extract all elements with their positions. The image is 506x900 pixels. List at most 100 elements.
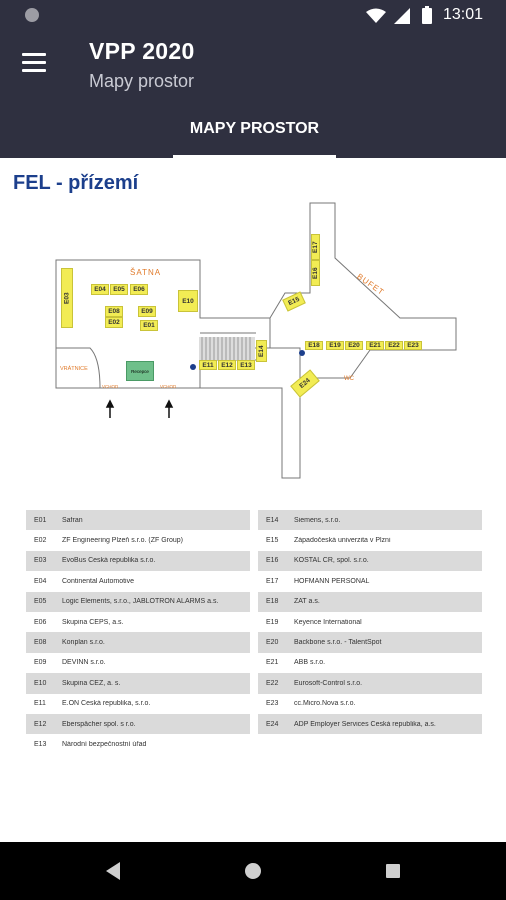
legend-booth-id: E06 [34,618,47,626]
legend-exhibitor-name: Safran [62,516,83,524]
booth-e10[interactable]: E10 [178,290,198,312]
booth-e12[interactable]: E12 [218,360,236,370]
legend-exhibitor-name: ZAT a.s. [294,598,320,606]
legend-booth-id: E22 [266,679,279,687]
app-title: VPP 2020 [89,38,195,64]
booth-e02[interactable]: E02 [105,317,123,328]
map-title: FEL - přízemí [13,172,139,194]
system-nav-bar [0,842,506,900]
booth-e06[interactable]: E06 [130,284,148,295]
stairs-icon [199,337,255,360]
legend-booth-id: E09 [34,659,47,667]
back-triangle-icon[interactable] [98,856,128,886]
recepce-area: Recepce [126,361,154,381]
map-content: FEL - přízemí [0,158,506,842]
booth-e13[interactable]: E13 [237,360,255,370]
tab-mapy-prostor[interactable]: MAPY PROSTOR [173,110,336,158]
recents-square-icon[interactable] [378,856,408,886]
legend-exhibitor-name: Keyence International [294,618,362,626]
legend-row: E16 KOSTAL CR, spol. s.r.o. [258,550,482,572]
legend-exhibitor-name: DEVINN s.r.o. [62,659,106,667]
booth-e21[interactable]: E21 [366,341,384,350]
legend-exhibitor-name: Konplan s.r.o. [62,639,105,647]
booth-e17[interactable]: E17 [311,234,320,260]
legend-exhibitor-name: Backbone s.r.o. - TalentSpot [294,639,382,647]
legend-booth-id: E13 [34,740,47,748]
label-vchod-right: VCHOD [160,384,177,389]
wifi-icon [366,8,386,23]
legend-row: E22 Eurosoft-Control s.r.o. [258,673,482,694]
legend-exhibitor-name: KOSTAL CR, spol. s.r.o. [294,557,369,565]
label-wc: WC [344,376,354,382]
booth-e14[interactable]: E14 [256,340,267,362]
booth-e23[interactable]: E23 [404,341,422,350]
booth-e18[interactable]: E18 [305,341,323,350]
label-recepce: Recepce [131,368,149,374]
booth-e16[interactable]: E16 [311,260,320,286]
legend-booth-id: E16 [266,557,279,565]
battery-icon [422,6,432,24]
legend-booth-id: E15 [266,537,279,545]
legend-booth-id: E11 [34,700,46,708]
legend-booth-id: E03 [34,557,47,565]
legend-exhibitor-name: Eurosoft-Control s.r.o. [294,679,363,687]
legend-exhibitor-name: Siemens, s.r.o. [294,516,341,524]
legend-booth-id: E23 [266,700,279,708]
booth-e20[interactable]: E20 [345,341,363,350]
booth-e04[interactable]: E04 [91,284,109,295]
booth-e05[interactable]: E05 [110,284,128,295]
legend-row: E14 Siemens, s.r.o. [258,510,482,531]
floor-plan[interactable]: ŠATNA BUFET VRÁTNICE VCHOD VCHOD WC Rece… [0,198,506,498]
legend-exhibitor-name: Eberspächer spol. s r.o. [62,720,136,728]
legend-row: E20 Backbone s.r.o. - TalentSpot [258,632,482,653]
booth-e08[interactable]: E08 [105,306,123,317]
entrance-arrows [105,399,174,418]
booth-e01[interactable]: E01 [140,320,158,331]
status-time: 13:01 [443,6,484,23]
signal-icon [394,8,410,24]
app-bar [0,32,506,158]
legend-exhibitor-name: Logic Elements, s.r.o., JABLOTRON ALARMS… [62,598,219,606]
legend-exhibitor-name: Národní bezpečnostní úřad [62,740,147,748]
booth-e19[interactable]: E19 [326,341,344,350]
legend-booth-id: E02 [34,537,47,545]
booth-e11[interactable]: E11 [199,360,217,370]
legend-booth-id: E21 [266,659,279,667]
booth-e09[interactable]: E09 [138,306,156,317]
status-bar: 13:01 [0,0,506,32]
label-vchod-left: VCHOD [102,384,119,389]
legend-booth-id: E14 [266,516,279,524]
legend-exhibitor-name: Skupina ČEPS, a.s. [62,618,124,626]
legend-row: E06 Skupina ČEPS, a.s. [26,612,250,632]
tab-label: MAPY PROSTOR [189,120,320,137]
legend-right-column: E14 Siemens, s.r.o. E15 Západočeská univerz… [258,510,482,735]
legend-booth-id: E04 [34,577,47,585]
notification-dot-icon [25,8,39,22]
legend-exhibitor-name: Západočeská univerzita v Plzni [294,537,391,545]
legend-row: E02 ZF Engineering Plzeň s.r.o. (ZF Group… [26,530,250,550]
booth-e03[interactable]: E03 [61,268,73,328]
home-circle-icon[interactable] [238,856,268,886]
booth-e22[interactable]: E22 [385,341,403,350]
label-vratnice: VRÁTNICE [60,366,88,372]
legend-booth-id: E20 [266,639,279,647]
legend-exhibitor-name: Skupina ČEZ, a. s. [62,679,121,687]
legend-row: E11 E.ON Česká republika, s.r.o. [26,694,250,714]
app-subtitle: Mapy prostor [89,71,195,91]
hamburger-menu-icon[interactable] [22,53,48,73]
legend-booth-id: E17 [266,577,279,585]
legend-exhibitor-name: ZF Engineering Plzeň s.r.o. (ZF Group) [62,537,183,545]
legend-exhibitor-name: E.ON Česká republika, s.r.o. [62,700,151,708]
